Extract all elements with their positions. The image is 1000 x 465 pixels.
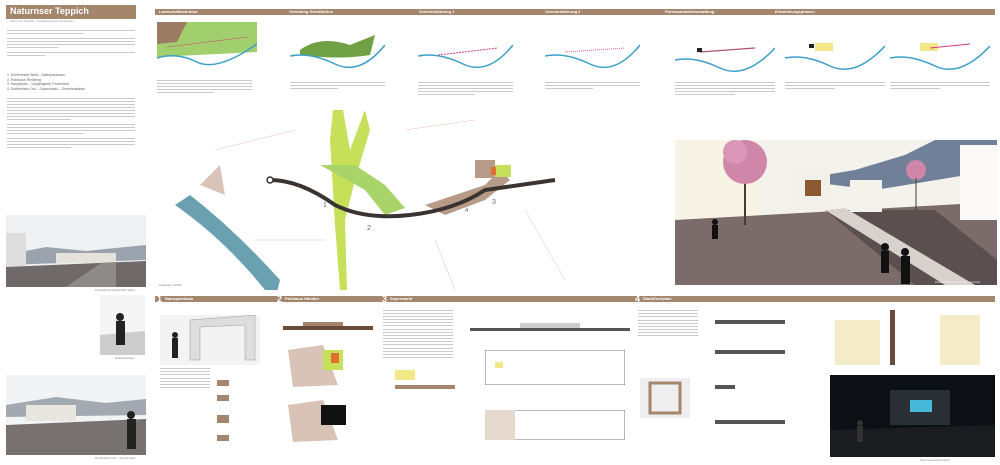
zone-label: 3 [492,199,496,206]
poster-title: Naturnser Teppich [10,6,89,16]
map-scale: Lageplan 1:2000 [159,283,182,287]
diagram-traffic-2 [545,44,640,69]
body-text [7,98,135,150]
dorfplatz-render [640,378,690,418]
zone-label: 1 [323,202,327,209]
site-plan-map: 1 2 3 4 Lageplan 1:2000 [159,110,566,290]
section-title: Verkehrsführung 2 [545,9,581,14]
diagram-traffic-1 [418,44,513,69]
diagram-text [545,82,640,91]
top-section-header: Landschaftsstruktur Verteilung Grünfläch… [155,9,995,15]
parkhaus-plan-2 [288,400,346,442]
dorfplatz-sections [715,320,785,424]
poster-subtitle: Naturnser Eingriff – Gestaltungsplan Dor… [10,19,74,23]
caption: Perspektive der Begegnungszone [935,280,981,284]
diagram-green [290,35,385,69]
intro-list-item: 4. Dorfeinfahrt Ost – Supermarkt – Gemei… [7,86,86,91]
supermarkt-section-2 [485,410,625,440]
section-title: Parkhaus Händler [285,296,320,301]
diagram-text [890,82,990,91]
diagram-parking [675,47,775,72]
parkhaus-plan-1 [288,345,343,387]
section-number: 1 [157,294,163,304]
section-title: Stadt/Dorfplatz [643,296,672,301]
caption: Nachtansicht Dorfplatz [920,458,951,462]
zone-label: 2 [367,225,371,232]
diagram-phase-1 [785,43,885,70]
section-number: 2 [277,294,283,304]
intro-list-item: 1. Dorfeinfahrt West – Naturparkhaus [7,73,65,77]
caption: Naturparkhaus [115,356,135,360]
diagram-landscape [157,22,257,66]
section-title: Entwicklungsphasen [775,9,815,14]
left-render-street [6,215,146,287]
section-title: Parkraumbewirtschaftung [665,9,715,14]
naturparkhaus-render [160,315,260,365]
section-number: 3 [382,294,388,304]
section-number: 4 [635,294,641,304]
supermarkt-section-1 [485,350,625,385]
supermarkt-elevation [470,323,630,331]
title-bar: Naturnser Teppich [6,5,136,19]
diagram-text [675,82,775,97]
diagram-phase-2 [890,43,990,70]
diagram-text [418,82,513,97]
diagram-text [290,82,385,91]
supermarkt-plan [395,370,455,389]
zone-label: 4 [465,208,469,214]
dorfplatz-detail [835,310,980,365]
intro-list-item: 3. Hauptplatz – Vorgelagerte Feuerwehr [7,82,70,86]
section-text [383,310,453,360]
section-title: Naturparkhaus [165,296,194,301]
intro-text [7,30,135,58]
section-title: Verkehrsführung 1 [419,9,455,14]
intro-list: 1. Dorfeinfahrt West – Naturparkhaus 2. … [7,73,137,91]
intro-list-item: 2. Parkhaus Riedberg [7,77,41,82]
left-render-silhouettes [100,295,145,355]
diagram-text [157,80,252,95]
diagram-text [785,82,885,91]
caption: Perspektive Dorfeinfahrt West [95,288,135,292]
bottom-section-header: 1 Naturparkhaus 2 Parkhaus Händler 3 Sup… [155,294,995,304]
section-title: Verteilung Grünflächen [289,9,334,14]
naturparkhaus-plan [217,380,229,441]
section-title: Landschaftsstruktur [159,9,198,14]
caption: Dorfeinfahrt Ost – Supermarkt [95,456,136,460]
section-title: Supermarkt [390,296,413,301]
parkhaus-section [283,322,373,330]
section-text [160,368,210,390]
section-text [638,310,698,338]
main-render [675,140,997,285]
left-render-east [6,375,146,455]
night-render [830,375,995,457]
